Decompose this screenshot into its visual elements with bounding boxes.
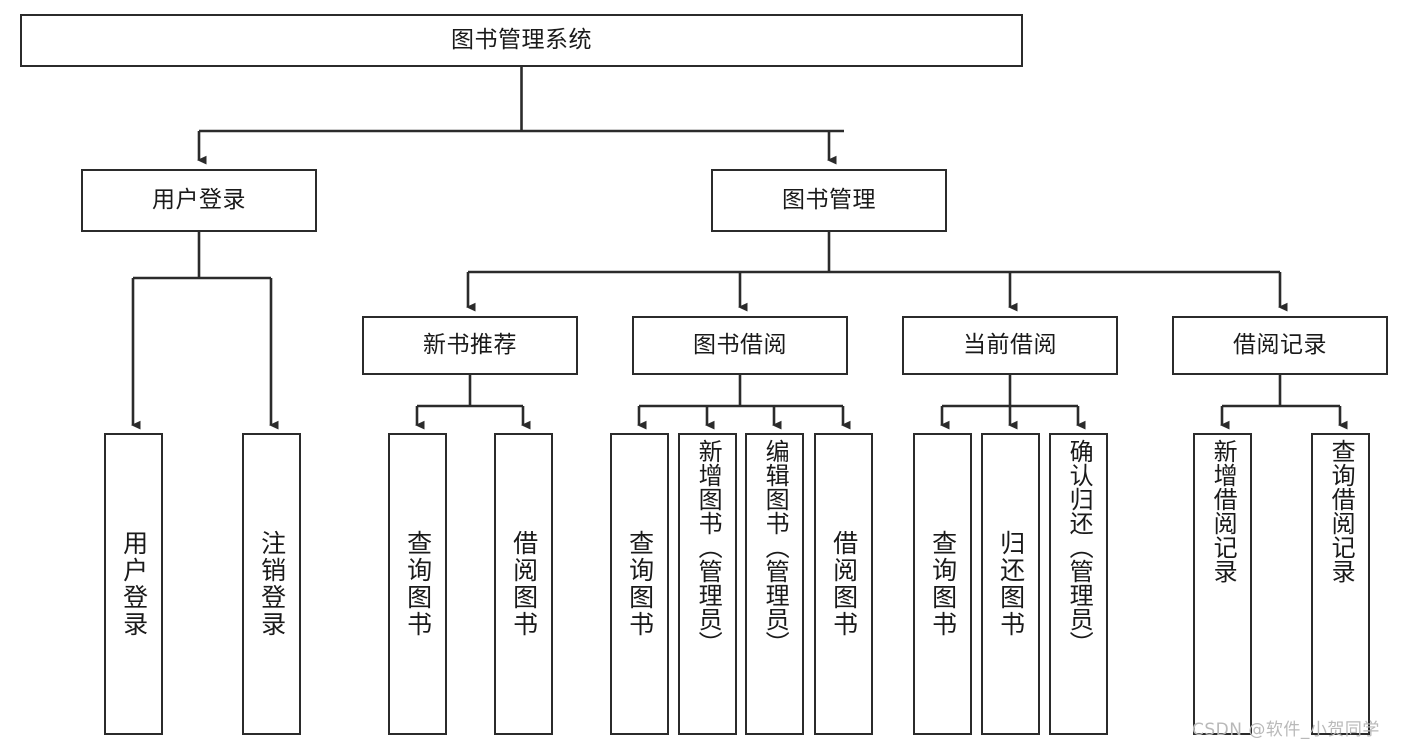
leaf-current-borrow-confirm-admin[interactable]: 确认归还（管理员） [1049,433,1108,735]
leaf-new-book-query[interactable]: 查询图书 [388,433,447,735]
node-label: 新书推荐 [423,331,517,358]
node-label: 新增借阅记录 [1209,439,1238,583]
node-label: 图书管理 [782,186,876,213]
node-book-borrow[interactable]: 图书借阅 [632,316,848,375]
node-label: 借阅图书 [829,530,859,638]
node-label: 查询图书 [928,530,958,638]
node-label: 当前借阅 [963,331,1057,358]
leaf-book-borrow-query[interactable]: 查询图书 [610,433,669,735]
node-current-borrow[interactable]: 当前借阅 [902,316,1118,375]
node-label: 用户登录 [119,530,149,638]
leaf-user-login-logout[interactable]: 注销登录 [242,433,301,735]
leaf-borrow-record-add[interactable]: 新增借阅记录 [1193,433,1252,735]
leaf-current-borrow-query[interactable]: 查询图书 [913,433,972,735]
node-label: 用户登录 [152,186,246,213]
watermark-text: CSDN @软件_小贺同学 [1192,720,1380,740]
node-label: 图书借阅 [693,331,787,358]
node-label: 借阅记录 [1233,331,1327,358]
node-label: 图书管理系统 [451,26,592,53]
leaf-borrow-record-query[interactable]: 查询借阅记录 [1311,433,1370,735]
leaf-current-borrow-return[interactable]: 归还图书 [981,433,1040,735]
node-label: 新增图书（管理员） [694,439,723,655]
node-new-book-recommend[interactable]: 新书推荐 [362,316,578,375]
node-label: 查询图书 [625,530,655,638]
leaf-book-borrow-add-admin[interactable]: 新增图书（管理员） [678,433,737,735]
node-label: 归还图书 [996,530,1026,638]
node-label: 借阅图书 [509,530,539,638]
node-label: 确认归还（管理员） [1065,439,1094,655]
leaf-new-book-borrow[interactable]: 借阅图书 [494,433,553,735]
node-label: 查询借阅记录 [1327,439,1356,583]
node-label: 注销登录 [257,530,287,638]
node-label: 查询图书 [403,530,433,638]
leaf-book-borrow-borrow[interactable]: 借阅图书 [814,433,873,735]
node-root-system[interactable]: 图书管理系统 [20,14,1023,67]
node-book-management[interactable]: 图书管理 [711,169,947,232]
node-label: 编辑图书（管理员） [761,439,790,655]
node-user-login[interactable]: 用户登录 [81,169,317,232]
node-borrow-record[interactable]: 借阅记录 [1172,316,1388,375]
leaf-user-login-login[interactable]: 用户登录 [104,433,163,735]
leaf-book-borrow-edit-admin[interactable]: 编辑图书（管理员） [745,433,804,735]
